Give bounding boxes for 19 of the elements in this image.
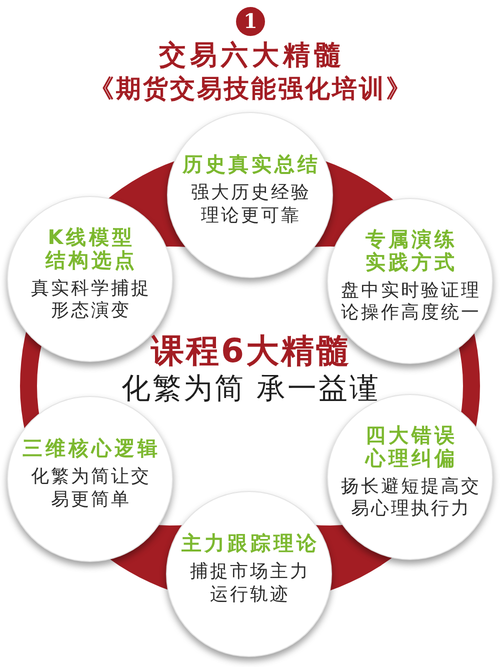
topic-circle xyxy=(167,112,333,278)
topic-description: 强大历史经验理论更可靠 xyxy=(190,182,312,227)
topic-description: 真实科学捕捉形态演变 xyxy=(30,278,152,322)
topic-description: 化繁为简让交易更简单 xyxy=(30,466,152,511)
topic-heading: 历史真实总结 xyxy=(181,153,320,176)
topic-description: 捕捉市场主力运行轨迹 xyxy=(189,561,311,606)
course-subtitle: 《期货交易技能强化培训》 xyxy=(88,74,413,104)
topic-heading: 主力跟踪理论 xyxy=(180,532,320,555)
topic-heading: 专属演练实践方式 xyxy=(364,228,458,274)
topic-description: 扬长避短提高交易心理执行力 xyxy=(340,476,482,520)
center-slogan: 化繁为简 承一益谨 xyxy=(120,371,381,405)
topic-heading: 四大错误心理纠偏 xyxy=(364,424,458,470)
step-number: 1 xyxy=(236,7,265,36)
topic-heading: K线模型结构选点 xyxy=(44,226,138,272)
topic-heading: 三维核心逻辑 xyxy=(22,437,160,460)
topic-description: 盘中实时验证理论操作高度统一 xyxy=(340,280,482,324)
title: 交易六大精髓 xyxy=(158,40,345,72)
topic-circle xyxy=(166,491,332,657)
center-heading: 课程6大精髓 xyxy=(150,332,351,370)
